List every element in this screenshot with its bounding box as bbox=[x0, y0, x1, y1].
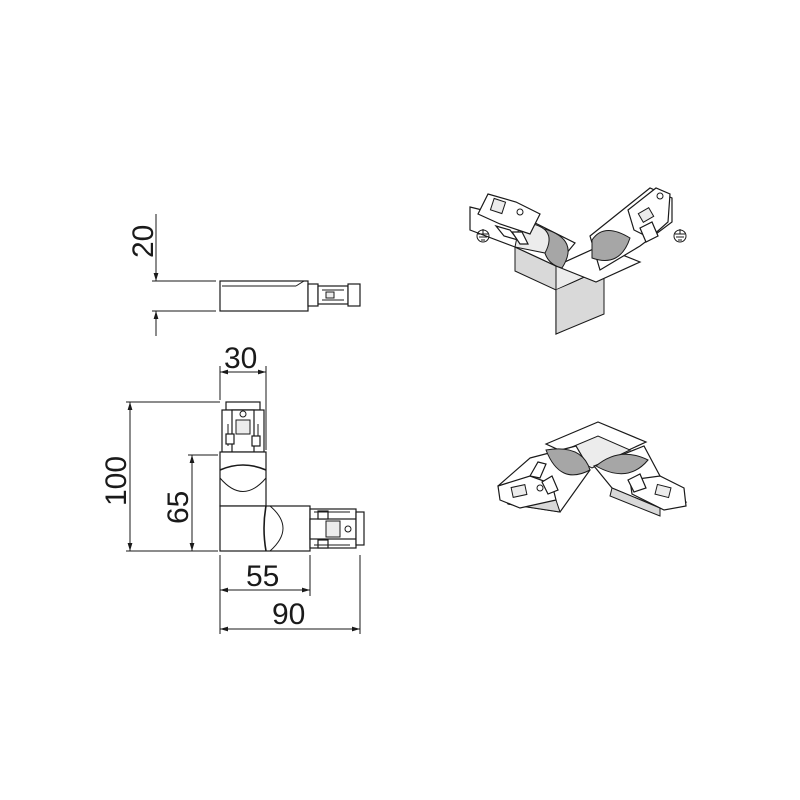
dimension-inner-width: 55 bbox=[246, 560, 279, 593]
dimension-width-top: 30 bbox=[224, 342, 257, 375]
side-view: 20 bbox=[127, 214, 361, 336]
dimension-inner-height: 65 bbox=[162, 491, 195, 524]
isometric-view-top bbox=[469, 187, 687, 335]
ground-symbol-icon bbox=[476, 229, 490, 243]
isometric-view-bottom bbox=[497, 421, 688, 517]
dimension-height: 20 bbox=[127, 225, 160, 258]
dimension-total-height: 100 bbox=[100, 456, 133, 506]
top-view: 30 100 65 55 90 bbox=[100, 342, 365, 634]
vertical-arm bbox=[219, 451, 267, 507]
ground-symbol-icon bbox=[673, 229, 687, 243]
dimension-total-width: 90 bbox=[272, 598, 305, 631]
